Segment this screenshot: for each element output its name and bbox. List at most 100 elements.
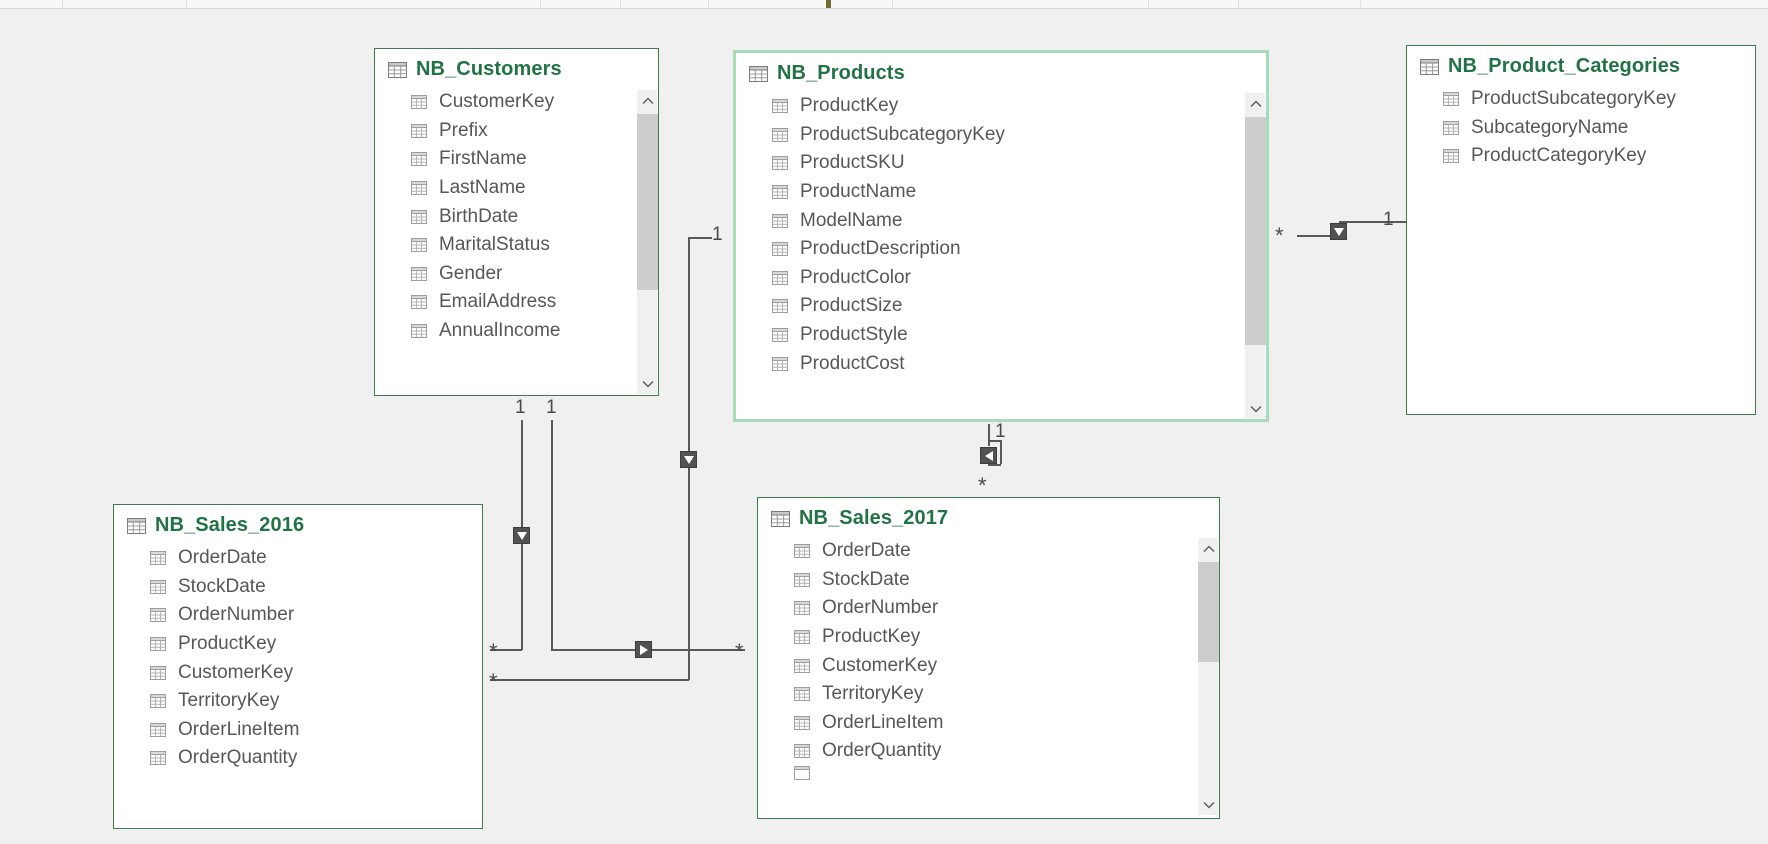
field-row[interactable]: ProductSize bbox=[771, 292, 1266, 321]
table-icon bbox=[771, 510, 790, 527]
field-row[interactable]: OrderNumber bbox=[793, 594, 1219, 623]
field-row[interactable]: ProductKey bbox=[793, 623, 1219, 652]
field-row[interactable]: ProductCost bbox=[771, 349, 1266, 378]
relationship-line bbox=[551, 420, 553, 649]
vertical-scrollbar[interactable] bbox=[1197, 538, 1219, 815]
table-header: NB_Customers bbox=[375, 49, 658, 87]
toolbar-separator bbox=[186, 0, 187, 8]
field-row[interactable]: ProductSubcategoryKey bbox=[771, 121, 1266, 150]
cardinality-one-label: 1 bbox=[712, 224, 723, 245]
filter-arrow-down-icon[interactable] bbox=[1330, 223, 1347, 240]
field-list: OrderDate StockDate bbox=[114, 543, 482, 773]
field-label: EmailAddress bbox=[439, 291, 557, 313]
table-node-nb-products[interactable]: NB_Products ProductKey bbox=[733, 50, 1269, 422]
table-node-nb-customers[interactable]: NB_Customers CustomerKey bbox=[374, 48, 659, 396]
scroll-down-arrow-icon[interactable] bbox=[1198, 794, 1219, 815]
field-table-icon bbox=[793, 715, 812, 731]
field-row-clipped[interactable] bbox=[793, 765, 1219, 780]
field-label: OrderNumber bbox=[822, 597, 939, 619]
field-table-icon bbox=[793, 543, 812, 559]
field-row[interactable]: OrderNumber bbox=[149, 601, 482, 630]
field-row[interactable]: Prefix bbox=[410, 117, 658, 146]
field-table-icon bbox=[410, 323, 429, 339]
table-title: NB_Sales_2016 bbox=[155, 514, 305, 536]
filter-arrow-down-icon[interactable] bbox=[513, 527, 530, 544]
field-table-icon bbox=[771, 127, 790, 143]
scroll-up-arrow-icon[interactable] bbox=[637, 90, 658, 111]
field-label: BirthDate bbox=[439, 205, 519, 227]
field-row[interactable]: ProductSKU bbox=[771, 149, 1266, 178]
field-row[interactable]: TerritoryKey bbox=[149, 687, 482, 716]
field-list: ProductSubcategoryKey SubcategoryName bbox=[1407, 84, 1755, 171]
field-label: StockDate bbox=[178, 575, 266, 597]
toolbar-separator bbox=[1360, 0, 1361, 8]
field-row[interactable]: MaritalStatus bbox=[410, 231, 658, 260]
field-table-icon bbox=[149, 722, 168, 738]
field-row[interactable]: ProductDescription bbox=[771, 235, 1266, 264]
field-row[interactable]: SubcategoryName bbox=[1442, 114, 1755, 143]
filter-arrow-right-icon[interactable] bbox=[635, 641, 652, 658]
field-row[interactable]: OrderLineItem bbox=[149, 716, 482, 745]
field-table-icon bbox=[410, 209, 429, 225]
field-label: TerritoryKey bbox=[178, 690, 280, 712]
field-row[interactable]: LastName bbox=[410, 174, 658, 203]
cardinality-many-label: * bbox=[1275, 223, 1284, 248]
table-node-nb-product-categories[interactable]: NB_Product_Categories ProductSubcategory… bbox=[1406, 45, 1756, 415]
field-row[interactable]: CustomerKey bbox=[410, 88, 658, 117]
field-row[interactable]: StockDate bbox=[149, 573, 482, 602]
field-label: FirstName bbox=[439, 148, 527, 170]
field-row[interactable]: ProductStyle bbox=[771, 321, 1266, 350]
field-row[interactable]: ProductKey bbox=[149, 630, 482, 659]
field-row[interactable]: CustomerKey bbox=[149, 658, 482, 687]
field-row[interactable]: BirthDate bbox=[410, 202, 658, 231]
field-row[interactable]: ProductKey bbox=[771, 92, 1266, 121]
vertical-scrollbar[interactable] bbox=[636, 90, 658, 394]
field-row[interactable]: OrderDate bbox=[793, 537, 1219, 566]
field-label: ProductDescription bbox=[800, 238, 961, 260]
field-row[interactable]: OrderQuantity bbox=[149, 744, 482, 773]
table-header: NB_Sales_2017 bbox=[758, 498, 1219, 536]
field-table-icon bbox=[149, 550, 168, 566]
field-label: StockDate bbox=[822, 568, 910, 590]
field-row[interactable]: ProductColor bbox=[771, 264, 1266, 293]
table-node-nb-sales-2017[interactable]: NB_Sales_2017 OrderDate bbox=[757, 497, 1220, 819]
field-row[interactable]: ProductName bbox=[771, 178, 1266, 207]
field-row[interactable]: FirstName bbox=[410, 145, 658, 174]
cardinality-one-label: 1 bbox=[995, 421, 1006, 442]
field-label: AnnualIncome bbox=[439, 320, 561, 342]
field-row[interactable]: StockDate bbox=[793, 566, 1219, 595]
scroll-up-arrow-icon[interactable] bbox=[1245, 93, 1266, 114]
field-row[interactable]: ModelName bbox=[771, 206, 1266, 235]
field-row[interactable]: ProductSubcategoryKey bbox=[1442, 85, 1755, 114]
field-table-icon bbox=[793, 765, 812, 780]
field-table-icon bbox=[149, 750, 168, 766]
scrollbar-thumb[interactable] bbox=[637, 114, 658, 290]
field-row[interactable]: TerritoryKey bbox=[793, 680, 1219, 709]
field-label: Gender bbox=[439, 262, 503, 284]
field-row[interactable]: ProductCategoryKey bbox=[1442, 142, 1755, 171]
table-node-nb-sales-2016[interactable]: NB_Sales_2016 OrderDate bbox=[113, 504, 483, 829]
toolbar-separator bbox=[620, 0, 621, 8]
field-label: ProductSize bbox=[800, 295, 903, 317]
field-row[interactable]: Gender bbox=[410, 260, 658, 289]
field-table-icon bbox=[771, 241, 790, 257]
field-row[interactable]: OrderDate bbox=[149, 544, 482, 573]
filter-arrow-down-icon[interactable] bbox=[680, 451, 697, 468]
field-row[interactable]: CustomerKey bbox=[793, 651, 1219, 680]
vertical-scrollbar[interactable] bbox=[1244, 93, 1266, 419]
field-label: OrderLineItem bbox=[178, 718, 300, 740]
field-row[interactable]: AnnualIncome bbox=[410, 317, 658, 346]
scroll-up-arrow-icon[interactable] bbox=[1198, 538, 1219, 559]
scroll-down-arrow-icon[interactable] bbox=[637, 373, 658, 394]
scroll-down-arrow-icon[interactable] bbox=[1245, 398, 1266, 419]
scrollbar-thumb[interactable] bbox=[1245, 117, 1266, 345]
scrollbar-thumb[interactable] bbox=[1198, 562, 1219, 662]
field-label: OrderDate bbox=[178, 547, 267, 569]
field-label: LastName bbox=[439, 177, 526, 199]
field-row[interactable]: OrderLineItem bbox=[793, 709, 1219, 738]
field-label: OrderDate bbox=[822, 540, 911, 562]
field-row[interactable]: OrderQuantity bbox=[793, 737, 1219, 766]
filter-arrow-left-icon[interactable] bbox=[980, 447, 997, 464]
field-table-icon bbox=[149, 579, 168, 595]
field-row[interactable]: EmailAddress bbox=[410, 288, 658, 317]
